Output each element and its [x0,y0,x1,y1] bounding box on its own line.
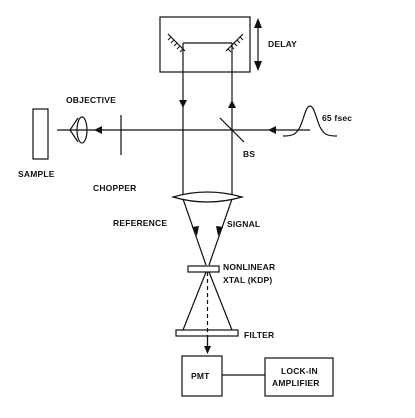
reference-label: REFERENCE [113,218,167,228]
signal-beam-converging [208,198,233,266]
delay-arrow [254,18,262,71]
nonlinear-crystal [187,265,220,273]
pmt-input-arrow [204,346,211,354]
bs-label: BS [243,149,255,159]
pulse-shape [282,105,338,137]
lockin-amplifier-box [264,357,334,397]
signal-converging-arrow [216,226,223,236]
delay-stage-box [159,16,251,73]
pulse-duration-label: 65 fsec [322,113,352,123]
signal-beam-arrow [228,100,236,108]
lockin-label-line2: AMPLIFIER [272,378,320,388]
reference-beam-arrow [179,100,187,108]
filter-label: FILTER [244,330,274,340]
reference-converging-arrow [192,226,199,236]
delay-stage [159,16,251,73]
sample-beam-arrow [94,126,102,134]
pmt-label: PMT [191,371,210,381]
objective-label: OBJECTIVE [66,95,116,105]
sample-label: SAMPLE [18,169,55,179]
nonlinear-label-line1: NONLINEAR [223,262,275,272]
signal-beam-diverging [208,271,233,331]
lockin-label-line1: LOCK-IN [281,366,318,376]
focusing-lens [170,191,245,203]
nonlinear-label-line2: XTAL (KDP) [223,275,272,285]
reference-beam-diverging [182,271,207,331]
pmt-box [181,355,223,397]
beam-splitter [219,117,245,143]
input-beam-arrow [268,126,276,134]
sample-block [32,108,49,160]
delay-label: DELAY [268,39,297,49]
chopper-label: CHOPPER [93,183,136,193]
signal-label: SIGNAL [227,219,260,229]
objective-lens [69,116,88,144]
reference-beam-converging [182,198,207,266]
